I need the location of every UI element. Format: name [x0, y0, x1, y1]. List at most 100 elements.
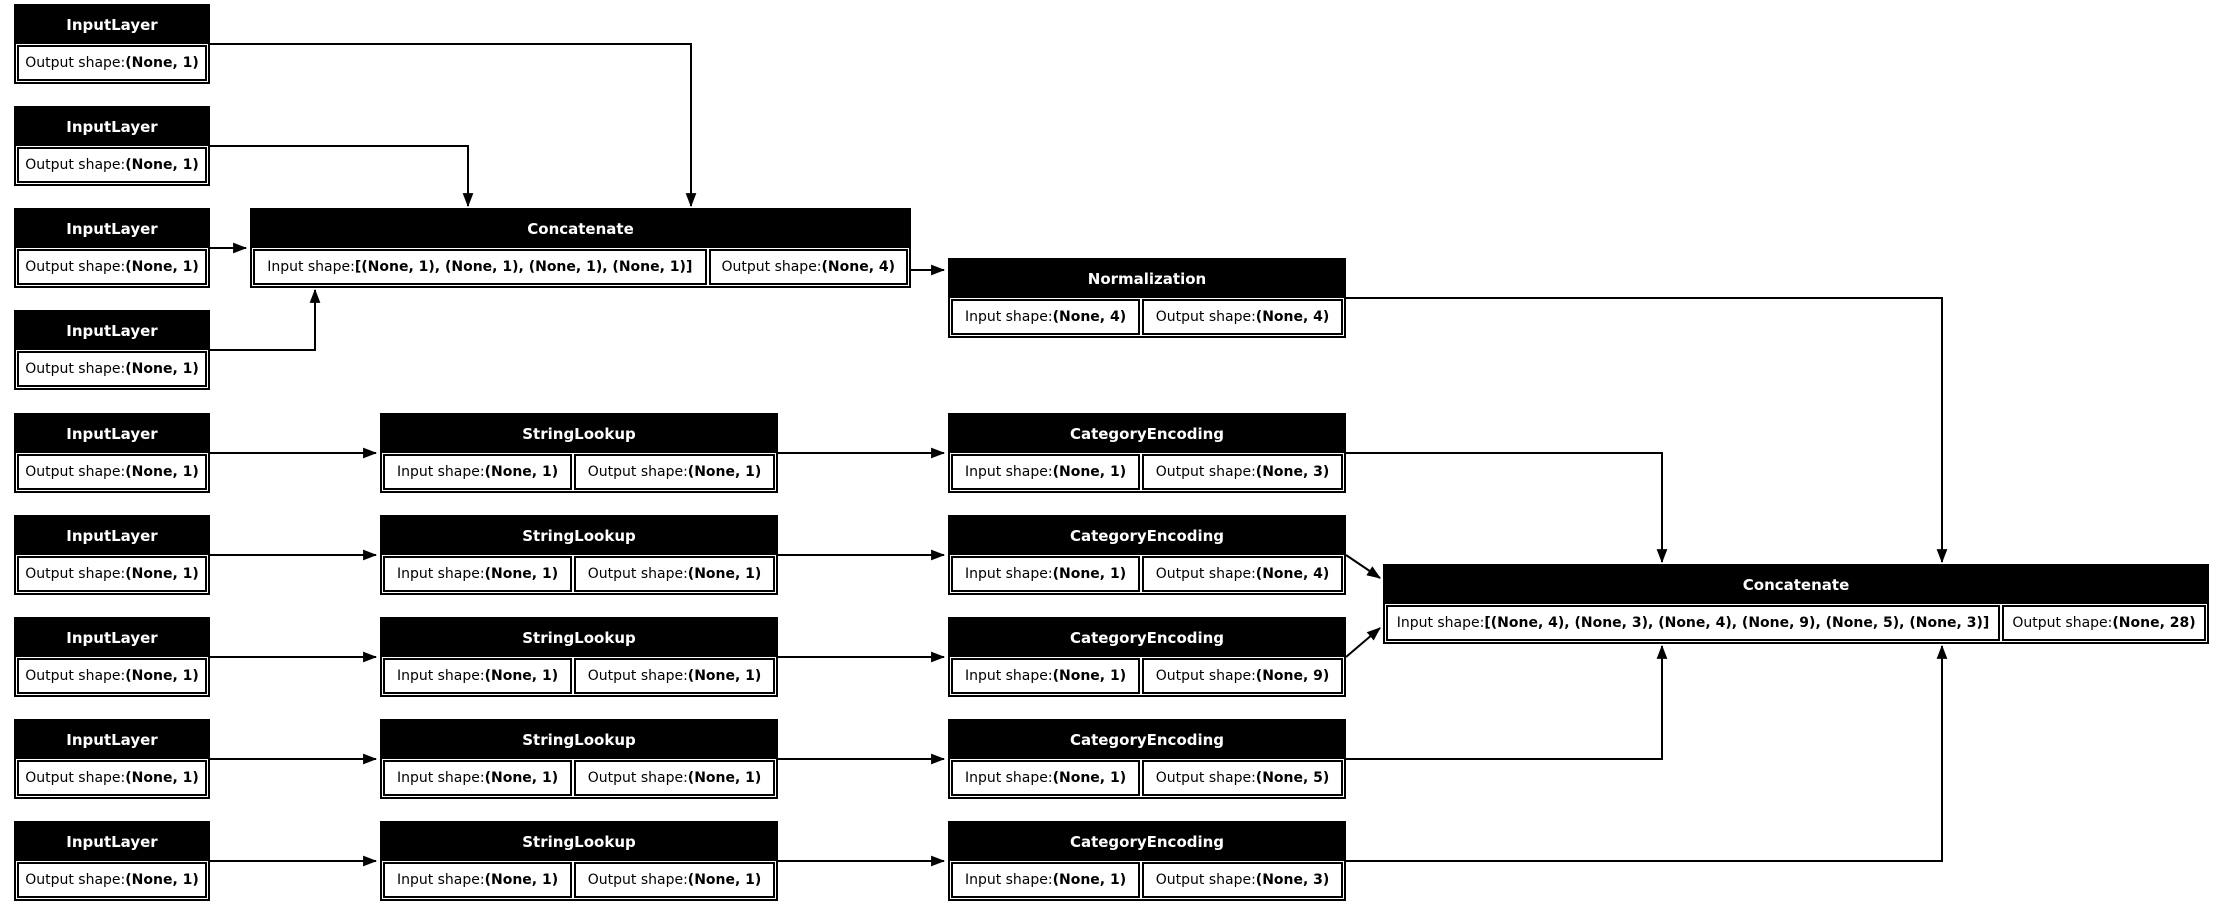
layer-type-label: StringLookup — [382, 823, 776, 861]
input-shape-cell: Input shape: (None, 1) — [951, 658, 1141, 694]
input-shape-cell: Input shape: (None, 1) — [951, 862, 1141, 898]
output-shape-value: (None, 4) — [821, 259, 896, 275]
input-shape-label: Input shape: — [396, 668, 485, 684]
output-shape-value: (None, 3) — [1255, 872, 1330, 888]
output-shape-label: Output shape: — [1155, 770, 1256, 786]
output-shape-label: Output shape: — [587, 668, 688, 684]
edge-input2-concat1 — [210, 145, 474, 208]
input-shape-cell: Input shape: [(None, 1), (None, 1), (Non… — [253, 249, 707, 285]
layer-type-label: Concatenate — [1385, 566, 2207, 604]
output-shape-cell: Output shape: (None, 1) — [17, 658, 207, 694]
node-inputlayer-3: InputLayer Output shape: (None, 1) — [14, 208, 210, 288]
output-shape-value: (None, 1) — [125, 157, 199, 173]
input-shape-label: Input shape: — [267, 259, 355, 275]
node-inputlayer-6: InputLayer Output shape: (None, 1) — [14, 515, 210, 595]
output-shape-label: Output shape: — [587, 566, 688, 582]
output-shape-value: (None, 1) — [687, 668, 762, 684]
layer-type-label: CategoryEncoding — [950, 415, 1344, 453]
output-shape-value: (None, 3) — [1255, 464, 1330, 480]
output-shape-label: Output shape: — [1155, 668, 1256, 684]
output-shape-label: Output shape: — [25, 872, 126, 888]
node-stringlookup-5: StringLookup Input shape: (None, 1) Outp… — [380, 821, 778, 901]
output-shape-cell: Output shape: (None, 5) — [1142, 760, 1343, 796]
output-shape-label: Output shape: — [25, 464, 126, 480]
output-shape-cell: Output shape: (None, 1) — [574, 862, 775, 898]
output-shape-cell: Output shape: (None, 1) — [17, 454, 207, 490]
layer-type-label: Concatenate — [252, 210, 909, 248]
input-shape-label: Input shape: — [964, 770, 1053, 786]
input-shape-value: (None, 4) — [1052, 309, 1127, 325]
node-categoryencoding-2: CategoryEncoding Input shape: (None, 1) … — [948, 515, 1346, 595]
layer-type-label: StringLookup — [382, 721, 776, 759]
output-shape-cell: Output shape: (None, 1) — [17, 862, 207, 898]
output-shape-value: (None, 1) — [125, 770, 199, 786]
output-shape-value: (None, 5) — [1255, 770, 1330, 786]
node-concatenate-1: Concatenate Input shape: [(None, 1), (No… — [250, 208, 911, 288]
output-shape-label: Output shape: — [25, 566, 126, 582]
layer-type-label: StringLookup — [382, 619, 776, 657]
layer-type-label: InputLayer — [16, 210, 208, 248]
node-stringlookup-1: StringLookup Input shape: (None, 1) Outp… — [380, 413, 778, 493]
input-shape-cell: Input shape: (None, 1) — [951, 760, 1141, 796]
output-shape-label: Output shape: — [25, 668, 126, 684]
layer-type-label: CategoryEncoding — [950, 517, 1344, 555]
input-shape-label: Input shape: — [396, 770, 485, 786]
input-shape-label: Input shape: — [1396, 615, 1485, 631]
output-shape-label: Output shape: — [587, 872, 688, 888]
node-inputlayer-8: InputLayer Output shape: (None, 1) — [14, 719, 210, 799]
node-categoryencoding-5: CategoryEncoding Input shape: (None, 1) … — [948, 821, 1346, 901]
output-shape-label: Output shape: — [1155, 464, 1256, 480]
output-shape-value: (None, 1) — [125, 464, 199, 480]
node-inputlayer-5: InputLayer Output shape: (None, 1) — [14, 413, 210, 493]
input-shape-value: [(None, 1), (None, 1), (None, 1), (None,… — [354, 259, 693, 275]
input-shape-value: (None, 1) — [484, 566, 559, 582]
node-inputlayer-4: InputLayer Output shape: (None, 1) — [14, 310, 210, 390]
output-shape-value: (None, 1) — [125, 55, 199, 71]
output-shape-value: (None, 1) — [687, 464, 762, 480]
output-shape-label: Output shape: — [2012, 615, 2113, 631]
input-shape-value: (None, 1) — [484, 464, 559, 480]
output-shape-value: (None, 4) — [1255, 566, 1330, 582]
input-shape-cell: Input shape: (None, 4) — [951, 299, 1141, 335]
output-shape-label: Output shape: — [25, 770, 126, 786]
output-shape-cell: Output shape: (None, 1) — [574, 658, 775, 694]
edge-normalization-concat2 — [1346, 297, 1948, 564]
output-shape-label: Output shape: — [587, 464, 688, 480]
output-shape-value: (None, 1) — [125, 259, 199, 275]
edge-encode5-concat2 — [1346, 644, 1948, 862]
output-shape-value: (None, 9) — [1255, 668, 1330, 684]
output-shape-label: Output shape: — [1155, 566, 1256, 582]
layer-type-label: InputLayer — [16, 721, 208, 759]
layer-type-label: StringLookup — [382, 517, 776, 555]
input-shape-cell: Input shape: (None, 1) — [951, 556, 1141, 592]
input-shape-value: (None, 1) — [484, 770, 559, 786]
input-shape-cell: Input shape: (None, 1) — [383, 658, 573, 694]
input-shape-label: Input shape: — [964, 566, 1053, 582]
output-shape-cell: Output shape: (None, 1) — [574, 556, 775, 592]
output-shape-value: (None, 1) — [125, 872, 199, 888]
output-shape-cell: Output shape: (None, 1) — [17, 147, 207, 183]
input-shape-cell: Input shape: (None, 1) — [383, 862, 573, 898]
input-shape-cell: Input shape: (None, 1) — [383, 556, 573, 592]
input-shape-value: (None, 1) — [1052, 872, 1127, 888]
layer-type-label: InputLayer — [16, 312, 208, 350]
node-categoryencoding-1: CategoryEncoding Input shape: (None, 1) … — [948, 413, 1346, 493]
node-stringlookup-4: StringLookup Input shape: (None, 1) Outp… — [380, 719, 778, 799]
node-stringlookup-3: StringLookup Input shape: (None, 1) Outp… — [380, 617, 778, 697]
output-shape-label: Output shape: — [25, 157, 126, 173]
edge-encode3-concat2 — [1345, 627, 1381, 658]
input-shape-value: (None, 1) — [1052, 566, 1127, 582]
output-shape-cell: Output shape: (None, 1) — [17, 556, 207, 592]
output-shape-value: (None, 1) — [125, 668, 199, 684]
layer-type-label: CategoryEncoding — [950, 823, 1344, 861]
layer-type-label: InputLayer — [16, 823, 208, 861]
layer-type-label: InputLayer — [16, 619, 208, 657]
input-shape-cell: Input shape: (None, 1) — [951, 454, 1141, 490]
edge-input1-concat1 — [210, 43, 697, 208]
node-normalization: Normalization Input shape: (None, 4) Out… — [948, 258, 1346, 338]
layer-type-label: CategoryEncoding — [950, 721, 1344, 759]
output-shape-value: (None, 1) — [125, 361, 199, 377]
input-shape-label: Input shape: — [396, 464, 485, 480]
output-shape-cell: Output shape: (None, 1) — [17, 760, 207, 796]
